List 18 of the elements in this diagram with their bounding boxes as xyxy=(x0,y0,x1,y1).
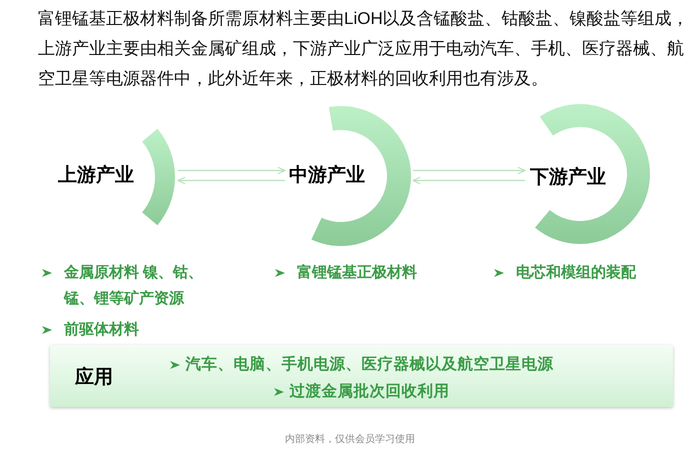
application-item: 过渡金属批次回收利用 xyxy=(290,382,450,402)
arrow xyxy=(178,166,286,174)
footer-note: 内部资料，仅供会员学习使用 xyxy=(284,433,416,447)
stage-node xyxy=(55,127,178,227)
bullet-text: 金属原材料 镍、钴、锰、锂等矿产资源 xyxy=(64,263,204,309)
bullet-text: 前驱体材料 xyxy=(64,320,140,340)
bullet-text: 电芯和模组的装配 xyxy=(516,263,637,283)
arrow xyxy=(413,166,526,174)
bullet-text: 富锂锰基正极材料 xyxy=(297,263,418,283)
arrow xyxy=(177,176,285,184)
intro-paragraph: 富锂锰基正极材料制备所需原材料主要由LiOH以及含锰酸盐、钴酸盐、镍酸盐等组成，上游产业主要由相关金属矿组成，下游产业广泛应用于电动汽车、手机、医疗器械、航空卫星等电源器件中，此外近年来，正极材料的回收利用也有涉及。 xyxy=(38,8,690,90)
stage-label: 下游产业 xyxy=(530,166,606,190)
stage-label: 中游产业 xyxy=(289,164,365,188)
stage-label: 上游产业 xyxy=(58,164,134,188)
application-band xyxy=(50,345,673,407)
application-item: 汽车、电脑、手机电源、医疗器械以及航空卫星电源 xyxy=(186,354,554,375)
arrow xyxy=(412,176,525,184)
band-heading: 应用 xyxy=(75,366,113,390)
